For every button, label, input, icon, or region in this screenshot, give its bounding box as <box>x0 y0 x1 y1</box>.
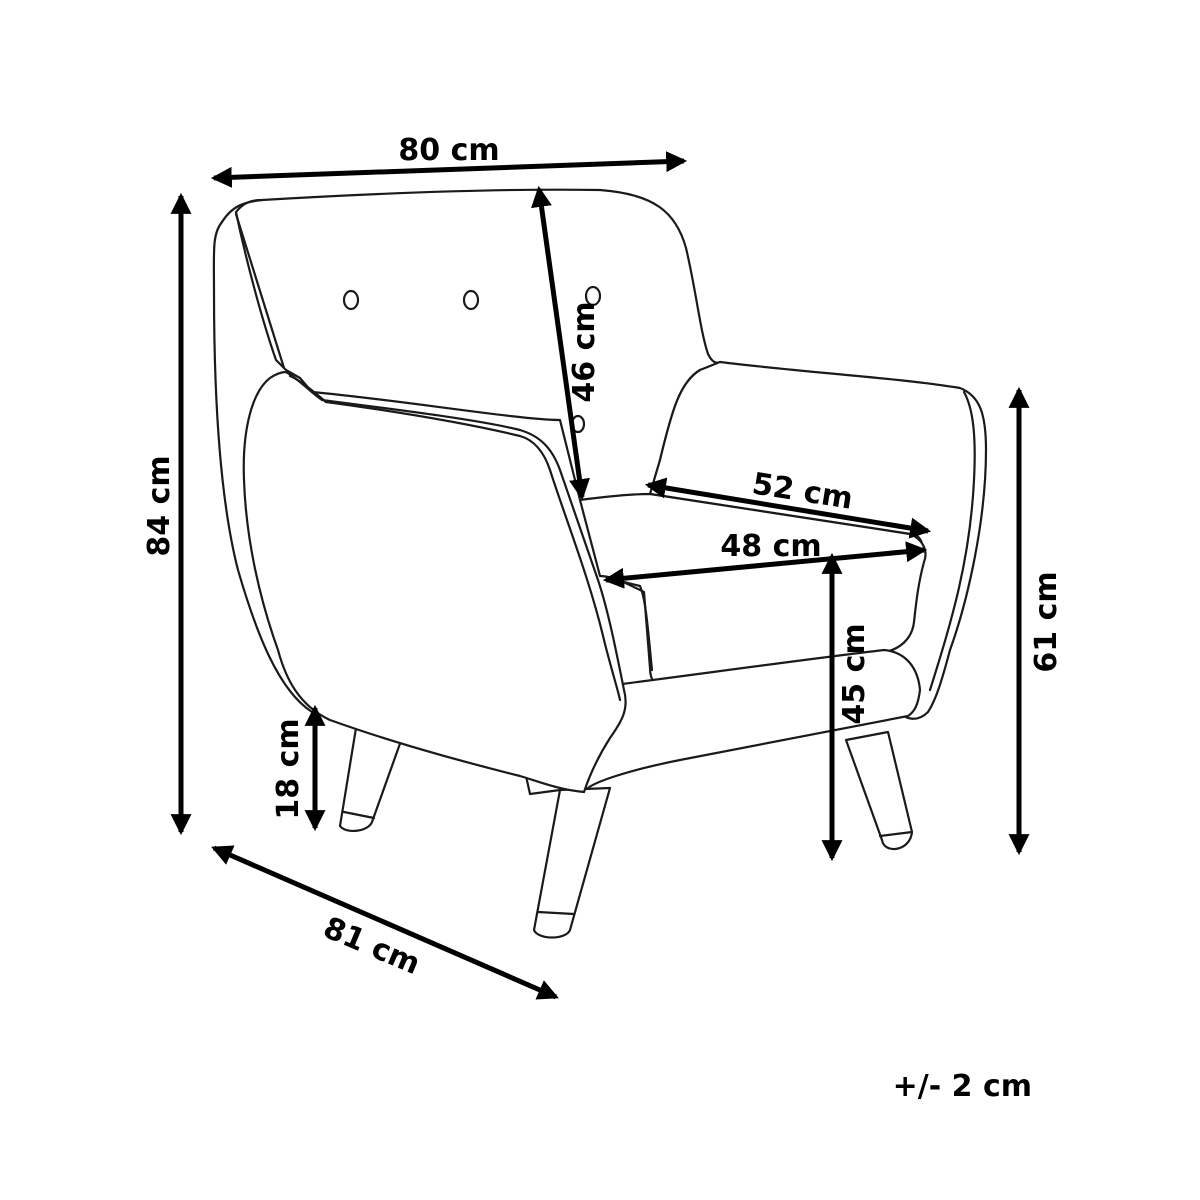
label-width-top: 80 cm <box>398 133 499 168</box>
right-armrest-seam <box>928 390 976 692</box>
tufting-button <box>342 289 360 311</box>
label-leg-height: 18 cm <box>271 718 306 819</box>
dimension-lines <box>170 151 1030 1000</box>
tufting-button <box>462 289 480 311</box>
label-seat-height: 45 cm <box>837 623 872 724</box>
dimension-arrow-backrest <box>531 185 590 501</box>
label-arm-height: 61 cm <box>1029 571 1064 672</box>
label-total-height: 84 cm <box>142 455 177 556</box>
back-right-leg-tip <box>878 830 914 838</box>
back-left-leg <box>338 726 404 832</box>
tolerance-note: +/- 2 cm <box>893 1069 1032 1104</box>
front-left-leg <box>532 786 612 939</box>
dimension-arrow-seat-width <box>602 541 928 589</box>
dimension-arrow-depth <box>211 845 559 1000</box>
dimension-arrow-width-top <box>210 151 688 188</box>
label-backrest: 46 cm <box>567 301 602 402</box>
left-armrest-top-seam <box>288 374 328 404</box>
back-left-leg-tip <box>342 810 376 820</box>
back-right-leg <box>844 730 914 850</box>
left-armrest <box>242 370 627 794</box>
backrest-outer-edge <box>212 198 314 714</box>
dimension-arrow-seat-depth <box>644 477 932 539</box>
backrest-inner-seam <box>234 212 286 370</box>
label-depth: 81 cm <box>318 910 425 982</box>
label-seat-width: 48 cm <box>720 529 821 564</box>
